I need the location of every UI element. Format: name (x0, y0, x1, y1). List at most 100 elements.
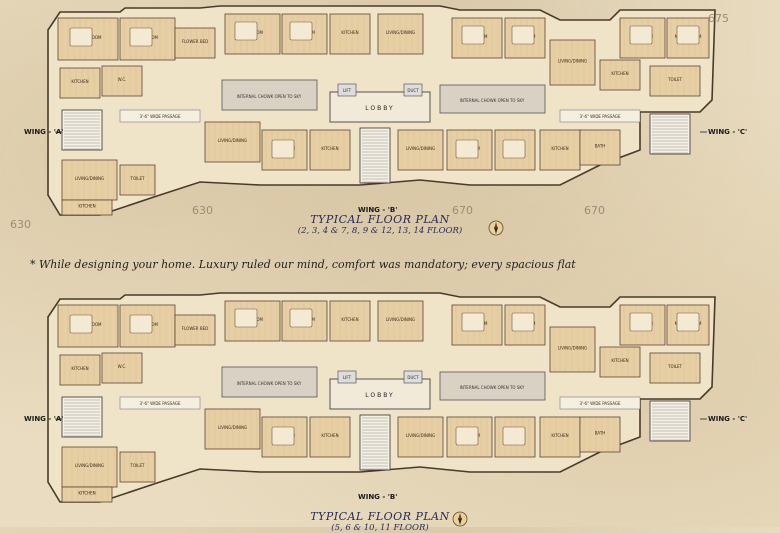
room-label: TOILET (667, 77, 683, 82)
chowk-label: INTERNAL CHOWK OPEN TO SKY (460, 98, 525, 103)
room (119, 451, 156, 483)
room (174, 27, 216, 59)
bed-icon (455, 139, 479, 159)
chowk-label: INTERNAL CHOWK OPEN TO SKY (237, 94, 302, 99)
room (59, 354, 101, 386)
tagline: * While designing your home. Luxury rule… (30, 258, 576, 271)
internal-chowk (439, 84, 546, 114)
plan-1-floors: (2, 3, 4 & 7, 8, 9 & 12, 13, 14 FLOOR) (297, 226, 463, 236)
bed-icon (234, 308, 258, 328)
wing-c-label: WING - 'C' (708, 128, 747, 136)
room-label: LIVING/DINING (386, 317, 415, 322)
room-label: FLOWER BED (182, 39, 208, 44)
room-label: KITCHEN (71, 366, 88, 371)
bed-icon (676, 25, 700, 45)
room-label: KITCHEN (321, 433, 338, 438)
wing-b-label: WING - 'B' (358, 493, 397, 501)
floor-plan-1: M. BEDROOMBEDROOMFLOWER BEDBEDROOMBEDROO… (0, 0, 780, 250)
bed-icon (69, 314, 93, 334)
bed-icon (461, 25, 485, 45)
internal-chowk (439, 371, 546, 401)
room (397, 129, 444, 171)
bed-icon (629, 312, 653, 332)
staircase (61, 109, 103, 151)
passage-label: 3'-6" WIDE PASSAGE (139, 114, 181, 119)
staircase (359, 127, 391, 184)
room-label: LIVING/DINING (558, 59, 587, 64)
room-label: BATH (595, 431, 606, 436)
room-label: KITCHEN (551, 433, 568, 438)
duct-label: DUCT (407, 88, 419, 93)
bed-icon (676, 312, 700, 332)
handwritten-note: 670 (584, 204, 605, 217)
duct-box (403, 370, 423, 384)
room (549, 39, 596, 86)
room-label: LIVING/DINING (406, 146, 435, 151)
floor-plan-1-drawing: M. BEDROOMBEDROOMFLOWER BEDBEDROOMBEDROO… (24, 5, 747, 216)
handwritten-note: 630 (192, 204, 213, 217)
room-label: KITCHEN (611, 358, 628, 363)
plan-2-floors: (5, 6 & 10, 11 FLOOR) (331, 523, 429, 533)
room (599, 59, 641, 91)
room-label: KITCHEN (78, 204, 95, 209)
lobby-label: LOBBY (365, 105, 394, 112)
lobby-label: LOBBY (365, 392, 394, 399)
passage (119, 396, 201, 410)
passage-label: 3'-6" WIDE PASSAGE (579, 401, 621, 406)
bed-icon (289, 308, 313, 328)
bed-icon (271, 139, 295, 159)
room-label: KITCHEN (341, 317, 358, 322)
lift-box (337, 370, 357, 384)
duct-label: DUCT (407, 375, 419, 380)
lift-label: LIFT (343, 88, 352, 93)
handwritten-note: 670 (452, 204, 473, 217)
bed-icon (455, 426, 479, 446)
room (59, 67, 101, 99)
compass-icon (452, 511, 468, 527)
room (397, 416, 444, 458)
bed-icon (502, 426, 526, 446)
floor-plan-2-drawing: M. BEDROOMBEDROOMFLOWER BEDBEDROOMBEDROO… (24, 292, 747, 503)
passage (119, 109, 201, 123)
plan-2-title: TYPICAL FLOOR PLAN (310, 510, 450, 523)
internal-chowk (221, 79, 318, 111)
room (377, 13, 424, 55)
room (539, 129, 581, 171)
bed-icon (289, 21, 313, 41)
chowk-label: INTERNAL CHOWK OPEN TO SKY (237, 381, 302, 386)
room (61, 199, 113, 216)
room-label: FLOWER BED (182, 326, 208, 331)
compass-icon (488, 220, 504, 236)
staircase (359, 414, 391, 471)
floor-plan-2: M. BEDROOMBEDROOMFLOWER BEDBEDROOMBEDROO… (0, 287, 780, 533)
room (119, 164, 156, 196)
room-label: BATH (595, 144, 606, 149)
room (649, 352, 701, 384)
lift-box (337, 83, 357, 97)
bed-icon (129, 314, 153, 334)
room-label: KITCHEN (611, 71, 628, 76)
room-label: LIVING/DINING (558, 346, 587, 351)
room (599, 346, 641, 378)
bed-icon (461, 312, 485, 332)
staircase (61, 396, 103, 438)
duct-box (403, 83, 423, 97)
room-label: KITCHEN (321, 146, 338, 151)
bed-icon (629, 25, 653, 45)
handwritten-note: 630 (10, 218, 31, 231)
room-label: LIVING/DINING (218, 138, 247, 143)
bed-icon (511, 312, 535, 332)
bed-icon (271, 426, 295, 446)
room (61, 486, 113, 503)
plan-2-title-block: TYPICAL FLOOR PLAN (5, 6 & 10, 11 FLOOR) (250, 510, 510, 533)
room-label: LIVING/DINING (406, 433, 435, 438)
passage (559, 109, 641, 123)
wing-c-label: WING - 'C' (708, 415, 747, 423)
room (101, 352, 143, 384)
plan-1-title: TYPICAL FLOOR PLAN (310, 213, 450, 226)
room-label: LIVING/DINING (218, 425, 247, 430)
room-label: KITCHEN (341, 30, 358, 35)
room-label: TOILET (130, 176, 146, 181)
room-label: KITCHEN (71, 79, 88, 84)
room (549, 326, 596, 373)
